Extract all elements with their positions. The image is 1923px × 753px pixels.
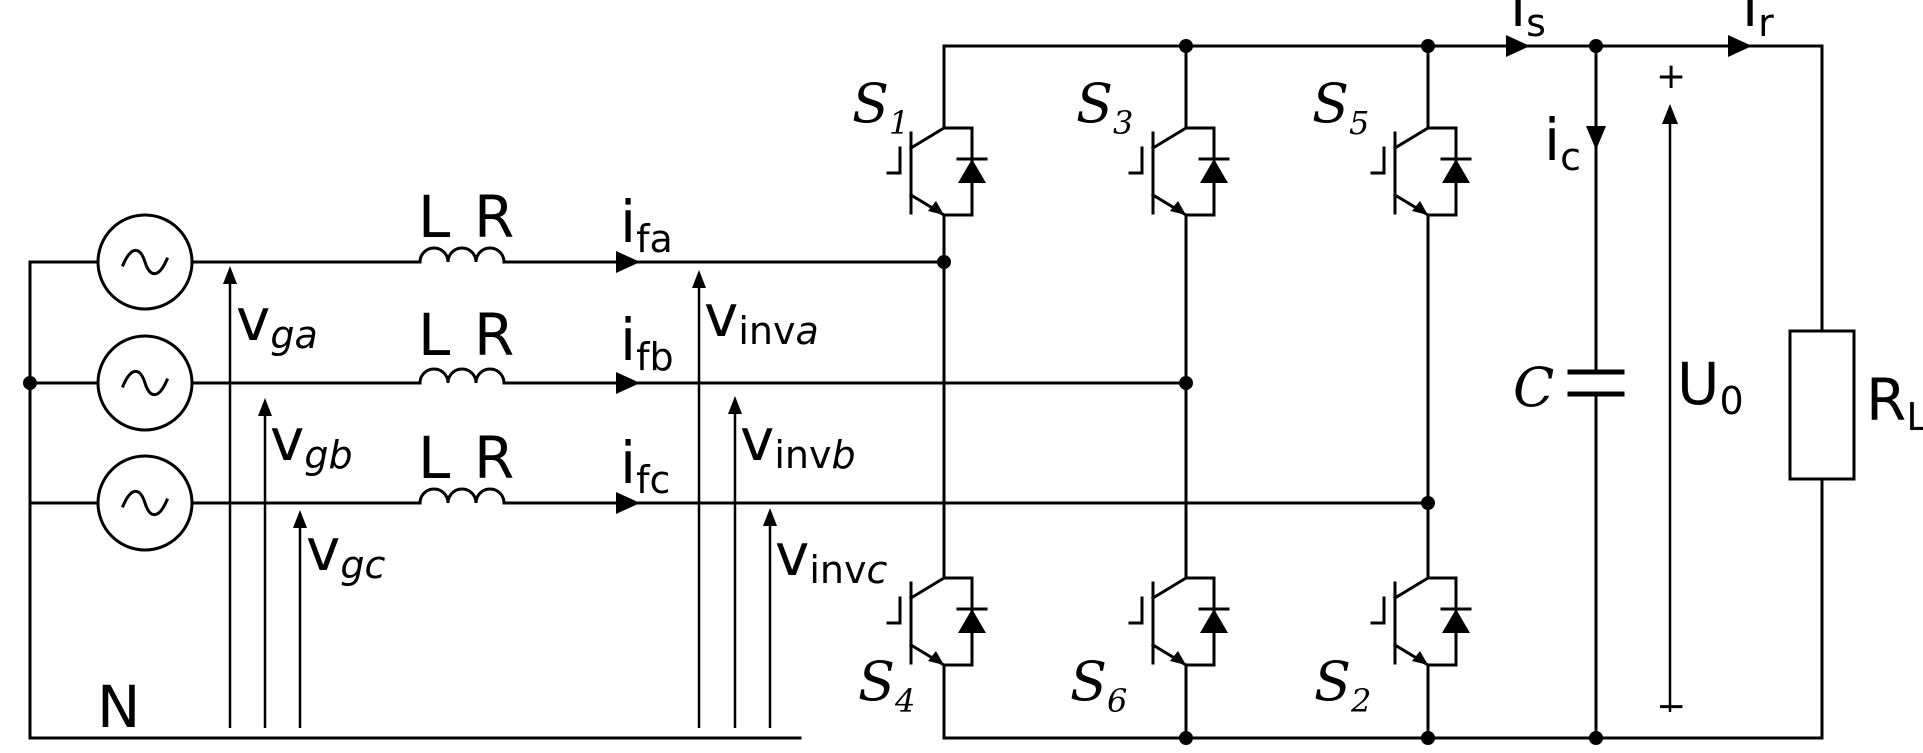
current-fa-label: ifa [620,188,673,261]
switch-s2-label: S2 [1314,650,1371,720]
resistor-c-label: R [474,424,514,492]
current-arrow-fc [616,492,640,514]
resistor-a-label: R [474,183,514,251]
voltage-inva-label: vinva [704,282,819,353]
switch-s3-icon [1128,96,1230,250]
dc-voltage-arrow [1662,104,1678,124]
current-arrow-r [1728,35,1752,57]
voltage-arrow-gc [293,510,307,528]
ac-source-a-icon [96,213,194,311]
switch-s1-label: S1 [852,72,909,142]
inductor-a-label: L [418,183,450,251]
inductor-c-label: L [418,424,450,492]
current-c-label: ic [1544,106,1581,179]
voltage-gb-label: vgb [270,406,353,477]
current-arrow-s [1506,35,1530,57]
current-r-label: ir [1742,0,1774,45]
current-arrow-c [1586,126,1606,150]
ac-source-c-icon [96,454,194,552]
voltage-arrow-ga [223,266,237,284]
inductor-b-icon [418,367,506,385]
dc-minus-sign: − [1656,686,1686,727]
switch-labels: S1 S3 S5 S4 S6 S2 [852,72,1371,720]
ac-source-b-icon [96,334,194,432]
voltage-arrow-invc [763,508,777,526]
switch-s4-icon [886,546,988,700]
switch-s2-icon [1370,546,1472,700]
neutral-label: N [97,673,140,741]
current-fc-label: ifc [620,429,670,502]
voltage-invc-label: vinvc [775,521,887,592]
current-arrow-fa [616,251,640,273]
voltage-gc-label: vgc [306,516,385,587]
dc-labels: is ir ic C + − U0 RL [1510,0,1923,727]
dc-plus-sign: + [1656,56,1686,97]
current-arrow-fb [616,372,640,394]
current-s-label: is [1510,0,1546,45]
switch-s6-icon [1128,546,1230,700]
ac-sources [23,213,1430,740]
load-resistor-icon [1788,329,1856,481]
switch-s3-label: S3 [1076,72,1133,142]
voltage-invb-label: vinvb [740,406,856,477]
switch-s4-label: S4 [858,650,915,720]
voltage-ga-label: vga [236,286,318,357]
load-label: RL [1866,366,1923,439]
dc-voltage-label: U0 [1677,350,1744,423]
inverter-bridge [886,39,1824,745]
ac-labels: L R L R L R ifa ifb ifc vga vgb vgc vinv… [97,183,887,741]
voltage-arrow-gb [258,398,272,416]
switch-s5-label: S5 [1312,72,1369,142]
dc-link [1506,35,1856,740]
resistor-b-label: R [474,301,514,369]
current-fb-label: ifb [620,306,674,379]
capacitor-label: C [1513,356,1554,419]
voltage-arrow-inva [692,270,706,288]
switch-s6-label: S6 [1070,650,1127,720]
switch-s5-icon [1370,96,1472,250]
voltage-arrow-invb [728,396,742,414]
inductor-b-label: L [418,301,450,369]
